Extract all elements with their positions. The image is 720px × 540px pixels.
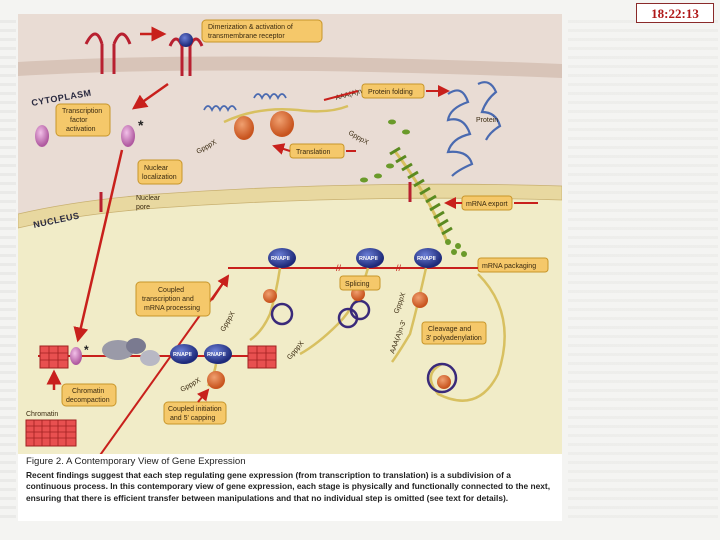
packaging-protein	[437, 375, 451, 389]
cleavage-factor	[412, 292, 428, 308]
mrna-packaging-box	[477, 257, 549, 273]
dimerization-label-1: Dimerization & activation of	[208, 24, 293, 31]
cleavage-box	[421, 321, 487, 345]
plasma-membrane	[18, 56, 562, 78]
chromatin-block-left	[39, 345, 69, 369]
preinitiation-complex	[102, 338, 160, 366]
chromatin-block-right	[247, 345, 277, 369]
intron-loop-1	[270, 302, 294, 326]
cleavage-label-1: Cleavage and	[428, 326, 471, 333]
packaging-mrna-path	[429, 273, 506, 402]
dna-break-2: //	[396, 263, 402, 273]
coupled-transcription-label-2: transcription and	[142, 296, 194, 303]
protein-folding-box	[361, 83, 425, 99]
dimerization-label-2: transmembrane receptor	[208, 33, 285, 40]
nuclear-localization-label-1: Nuclear	[144, 165, 169, 172]
condensed-chromatin	[25, 419, 77, 447]
splicing-label: Splicing	[345, 281, 370, 288]
nascent-peptide-2	[253, 93, 287, 101]
rnapii-upper-3: RNAPII	[414, 248, 442, 268]
coupled-initiation-label-1: Coupled initiation	[168, 406, 222, 413]
folded-protein	[446, 81, 502, 177]
activation-star-icon: *	[138, 117, 144, 133]
tf-active	[121, 125, 135, 147]
packaged-loop	[426, 362, 458, 394]
transcript-3	[390, 267, 428, 363]
coupled-transcription-box	[135, 281, 211, 317]
gene-expression-figure: CYTOPLASM NUCLEUS Dimerization & activat…	[18, 14, 562, 521]
nuclear-pore-label-2: pore	[136, 204, 150, 211]
mrna-packaging-label: mRNA packaging	[482, 263, 536, 270]
background-page-left	[0, 20, 16, 520]
tf-inactive	[35, 125, 49, 147]
tf-bound-promoter	[70, 347, 82, 365]
protein-label: Protein	[476, 117, 498, 124]
tf-activation-box	[55, 103, 111, 137]
arrow-tf-to-chromatin	[73, 149, 124, 343]
splicing-box	[339, 275, 381, 291]
capping-enzyme	[207, 371, 225, 389]
tf-activation-label-3: activation	[66, 126, 96, 133]
mrna-export-label: mRNA export	[466, 201, 508, 208]
coupled-initiation-box	[163, 401, 227, 425]
rnapii-initiation-2: RNAPII	[204, 344, 232, 364]
ligand-sphere	[179, 33, 193, 47]
coupled-transcription-label-1: Coupled	[158, 287, 184, 294]
coupled-initiation-label-2: and 5' capping	[170, 415, 215, 422]
svg-text:RNAPII: RNAPII	[207, 352, 226, 358]
ribosome-2	[270, 111, 294, 137]
clock-display: 18:22:13	[636, 3, 714, 23]
coupled-transcription-label-3: mRNA processing	[144, 305, 200, 312]
svg-text:RNAPII: RNAPII	[359, 256, 378, 262]
dna-break-1: //	[336, 263, 342, 273]
packaging-green-particles	[445, 239, 467, 257]
nascent-peptide-1	[203, 105, 237, 113]
caption-body: Recent findings suggest that each step r…	[26, 469, 551, 503]
export-mrnp-helix	[389, 146, 453, 245]
promoter-star-icon: *	[84, 343, 89, 357]
chromatin-label: Chromatin	[26, 411, 58, 418]
gene-expression-diagram: CYTOPLASM NUCLEUS Dimerization & activat…	[18, 14, 562, 459]
ribosome-1	[234, 116, 254, 140]
cytoplasmic-mrna	[223, 104, 349, 124]
nuclear-localization-box	[137, 159, 183, 185]
arrow-to-translation	[272, 143, 291, 155]
arrow-receptor-to-tf	[131, 82, 169, 110]
caption-title: Figure 2. A Contemporary View of Gene Ex…	[26, 456, 246, 467]
chromatin-decompaction-box	[61, 383, 117, 407]
protein-folding-label: Protein folding	[368, 89, 413, 96]
rnapii-initiation-1: RNAPII	[170, 344, 198, 364]
transcript-1	[249, 267, 282, 342]
tf-activation-label-1: Transcription	[62, 108, 102, 115]
green-particles	[360, 119, 410, 183]
splicing-factor-1	[263, 289, 277, 303]
nuclear-localization-label-2: localization	[142, 174, 177, 181]
chromatin-decompaction-label-2: decompaction	[66, 397, 110, 404]
arrow-to-capping	[196, 388, 210, 403]
svg-text:RNAPII: RNAPII	[417, 256, 436, 262]
tf-activation-label-2: factor	[70, 117, 88, 124]
translation-label: Translation	[296, 149, 330, 156]
receptor-right	[168, 33, 204, 76]
dimerization-box	[201, 19, 323, 43]
chromatin-decompaction-label-1: Chromatin	[72, 388, 104, 395]
cleavage-label-2: 3' polyadenylation	[426, 335, 482, 342]
svg-text:RNAPII: RNAPII	[173, 352, 192, 358]
receptor-left	[84, 32, 132, 74]
arrow-from-ribosome	[323, 90, 359, 101]
rnapii-upper-2: RNAPII	[356, 248, 384, 268]
figure-caption: Figure 2. A Contemporary View of Gene Ex…	[26, 456, 556, 504]
intron-loop-3	[349, 299, 371, 321]
arrow-to-elongation	[211, 274, 230, 301]
background-page-right	[568, 20, 718, 520]
nuclear-pore-label-1: Nuclear	[136, 195, 161, 202]
svg-text:RNAPII: RNAPII	[271, 256, 290, 262]
rnapii-upper-1: RNAPII	[268, 248, 296, 268]
